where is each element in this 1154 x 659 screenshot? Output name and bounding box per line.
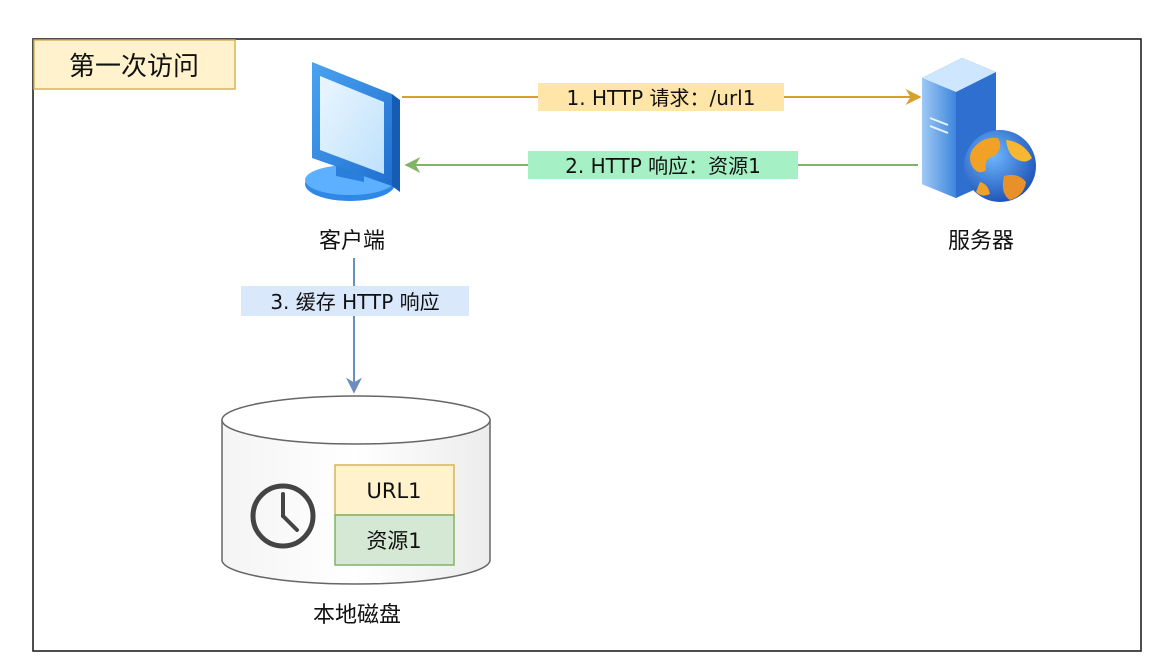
request-label-text: 1. HTTP 请求：/url1: [567, 86, 756, 110]
cache-value-cell: [334, 514, 455, 566]
page-title: 第一次访问: [69, 52, 199, 82]
monitor-icon: [305, 62, 400, 201]
cache-key-text: URL1: [366, 479, 421, 503]
title-tag: 第一次访问: [33, 39, 236, 90]
server-globe-icon: [922, 58, 1036, 202]
client-label: 客户端: [319, 229, 385, 254]
server-label: 服务器: [948, 229, 1014, 254]
response-label-text: 2. HTTP 响应：资源1: [565, 154, 761, 178]
cache-label-text: 3. 缓存 HTTP 响应: [270, 290, 439, 314]
cache-label: 3. 缓存 HTTP 响应: [241, 286, 469, 316]
disk-label: 本地磁盘: [313, 603, 401, 628]
response-label: 2. HTTP 响应：资源1: [528, 151, 798, 179]
clock-icon: [250, 483, 316, 549]
cache-table: URL1 资源1: [334, 464, 455, 566]
cache-value-text: 资源1: [366, 529, 421, 553]
request-label: 1. HTTP 请求：/url1: [538, 83, 784, 111]
cache-key-cell: [334, 464, 455, 516]
